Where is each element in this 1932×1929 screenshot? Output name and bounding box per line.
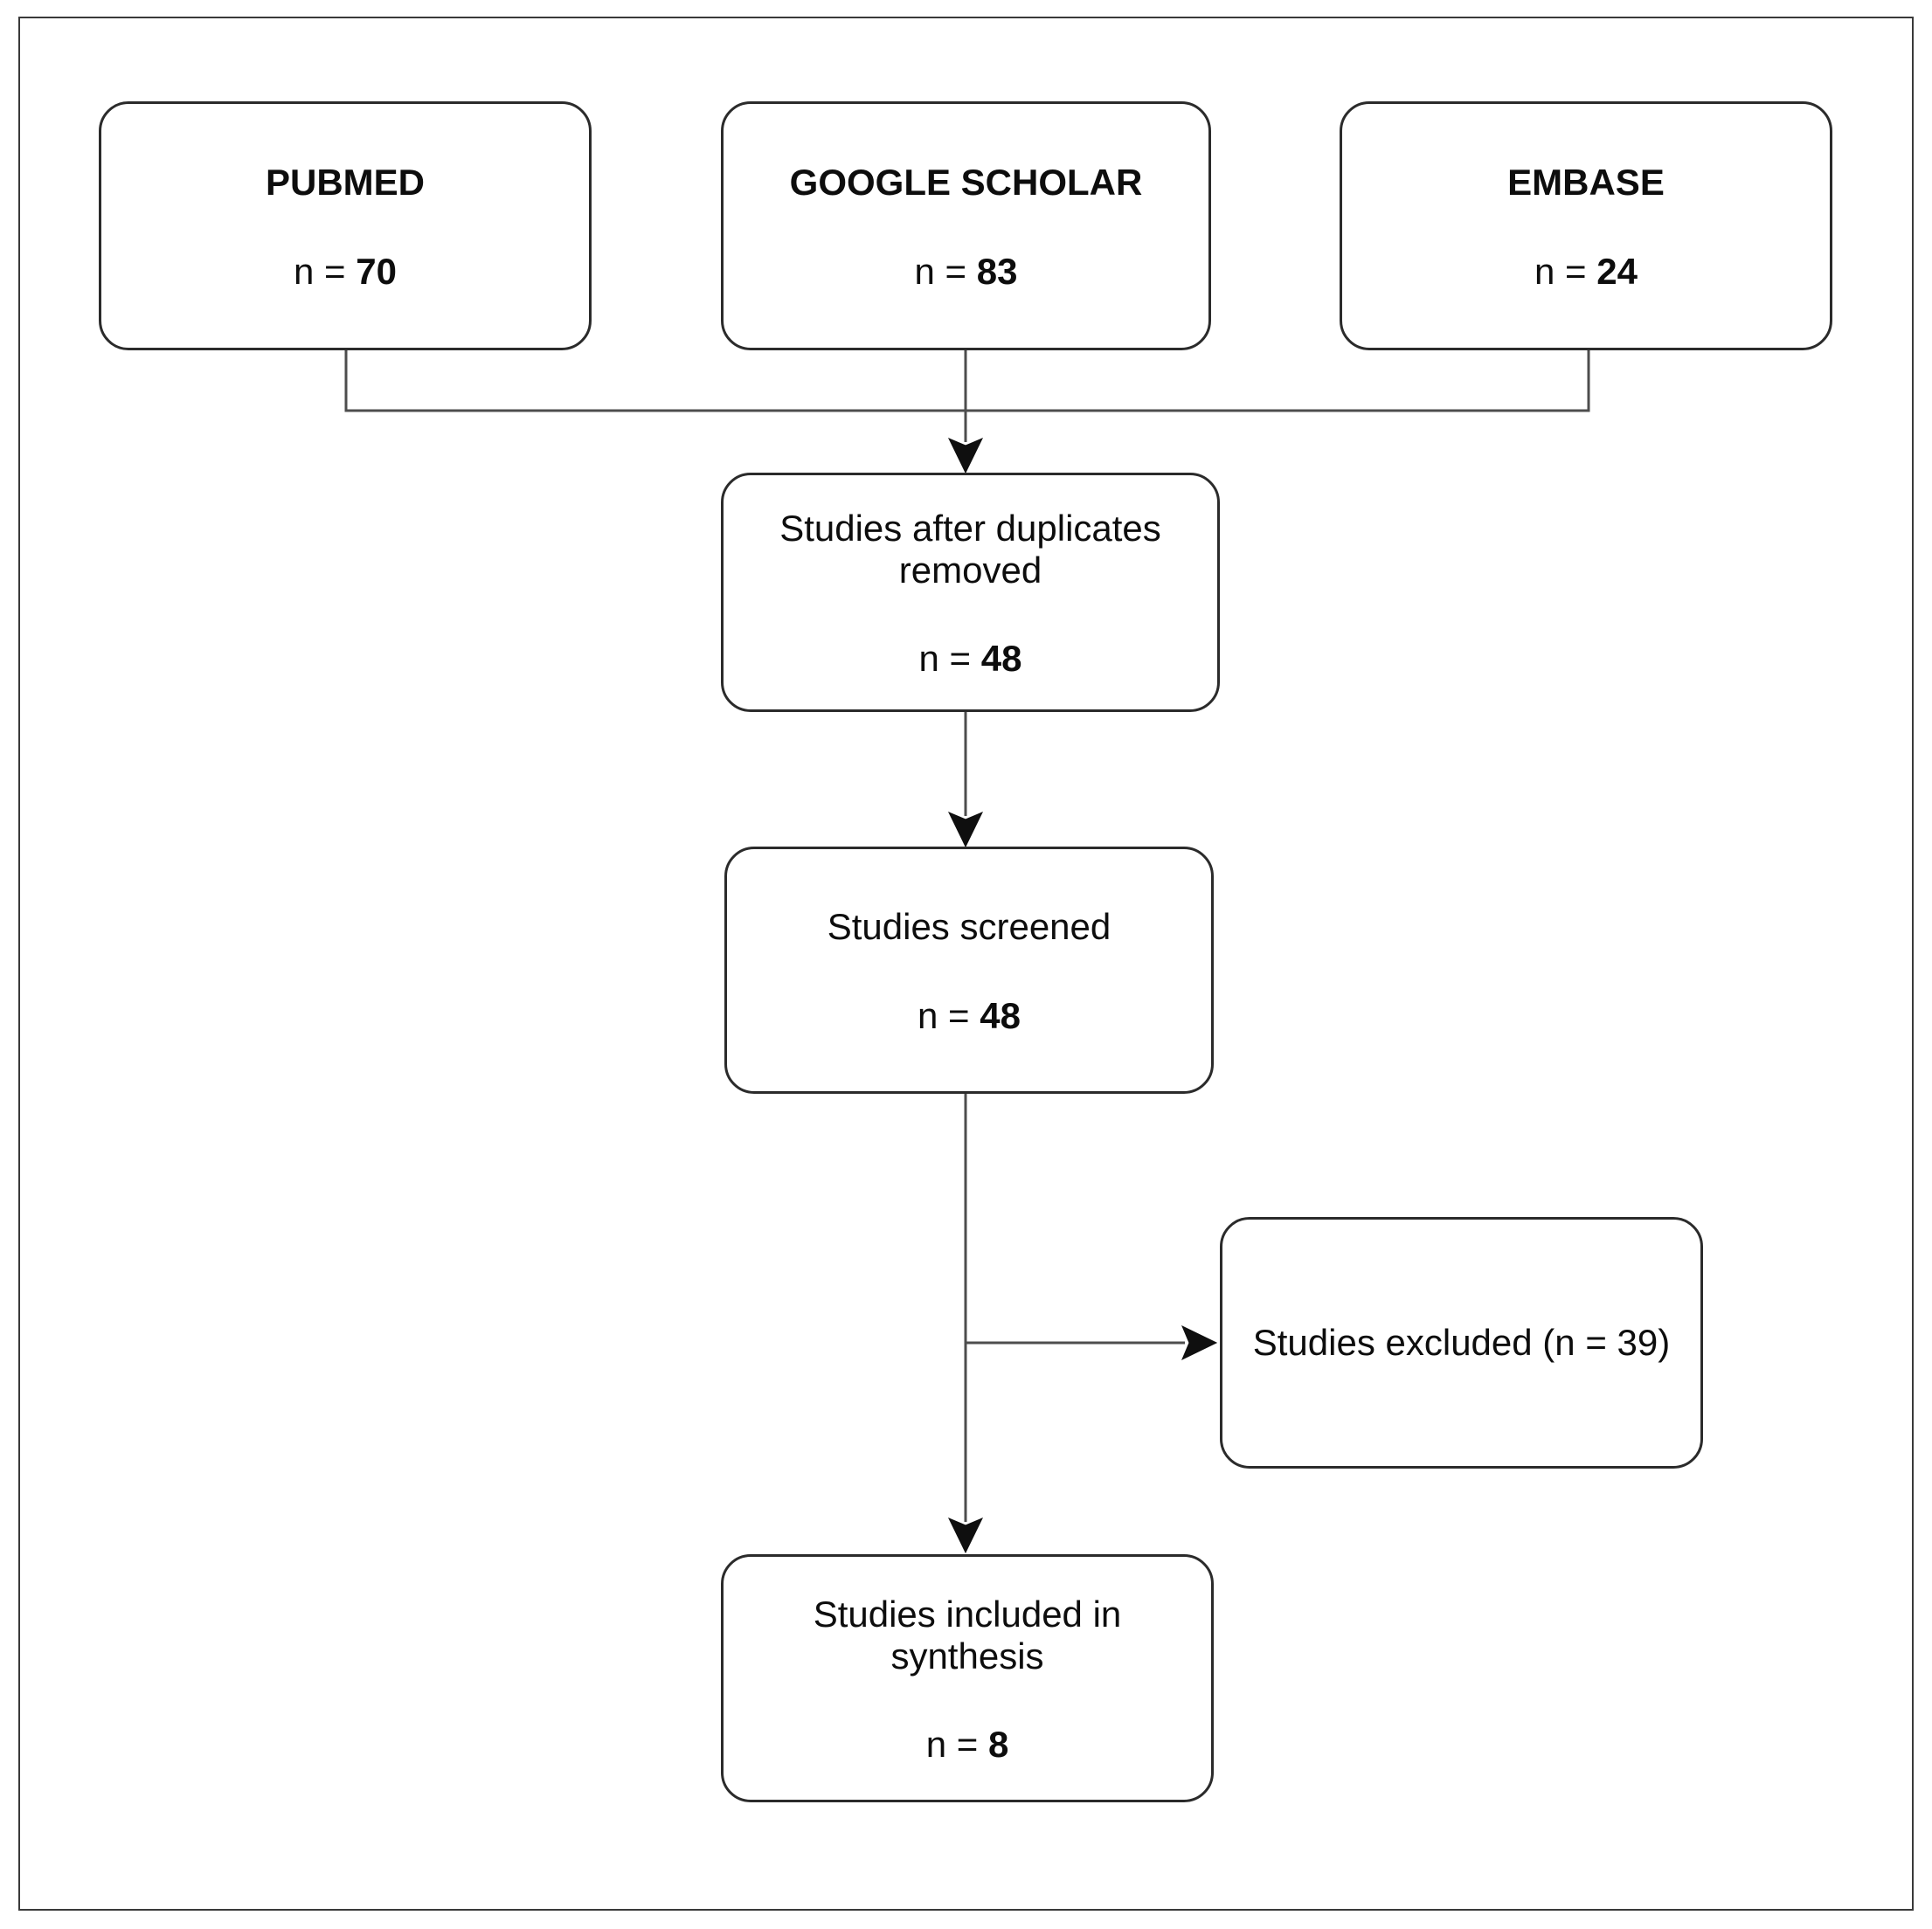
box-embase-title: EMBASE [1507,162,1665,204]
box-screened: Studies screened n = 48 [724,847,1214,1094]
excluded-count-value: 39 [1617,1322,1658,1364]
box-included: Studies included in synthesis n = 8 [721,1554,1214,1802]
arrowhead-to-duplicates-icon [947,438,984,474]
box-included-count: n = 8 [925,1723,1009,1765]
box-pubmed: PUBMED n = 70 [99,101,592,350]
box-google-scholar-count: n = 83 [914,250,1018,292]
count-label: n = [925,1723,988,1765]
excluded-text: Studies excluded (n = [1252,1322,1617,1364]
figure-border [18,17,1914,1911]
box-embase: EMBASE n = 24 [1340,101,1832,350]
connector-sources-merge [344,349,1590,412]
count-value: 48 [980,637,1022,679]
box-screened-count: n = 48 [918,994,1021,1036]
box-embase-count: n = 24 [1534,250,1638,292]
count-value: 83 [976,250,1018,292]
count-value: 48 [980,994,1021,1036]
box-screened-title: Studies screened [827,906,1111,948]
box-included-title: Studies included in synthesis [813,1594,1122,1677]
arrowhead-to-included-icon [947,1518,984,1554]
box-excluded-label: Studies excluded (n = 39) [1253,1322,1670,1363]
count-value: 24 [1596,250,1638,292]
box-google-scholar-title: GOOGLE SCHOLAR [789,162,1143,204]
count-label: n = [918,994,980,1036]
count-value: 70 [356,250,397,292]
box-duplicates-removed-count: n = 48 [919,640,1022,677]
box-excluded: Studies excluded (n = 39) [1220,1217,1703,1469]
count-value: 8 [987,1723,1009,1765]
box-google-scholar: GOOGLE SCHOLAR n = 83 [721,101,1211,350]
arrowhead-to-screened-icon [947,812,984,848]
box-pubmed-count: n = 70 [294,250,397,292]
box-pubmed-title: PUBMED [265,162,425,204]
count-label: n = [914,250,977,292]
arrowhead-to-excluded-icon [1181,1324,1218,1361]
box-duplicates-removed-title: Studies after duplicates removed [779,508,1161,591]
count-label: n = [918,637,981,679]
count-label: n = [294,250,357,292]
excluded-text-suffix: ) [1658,1322,1671,1364]
count-label: n = [1534,250,1597,292]
box-duplicates-removed: Studies after duplicates removed n = 48 [721,473,1220,712]
